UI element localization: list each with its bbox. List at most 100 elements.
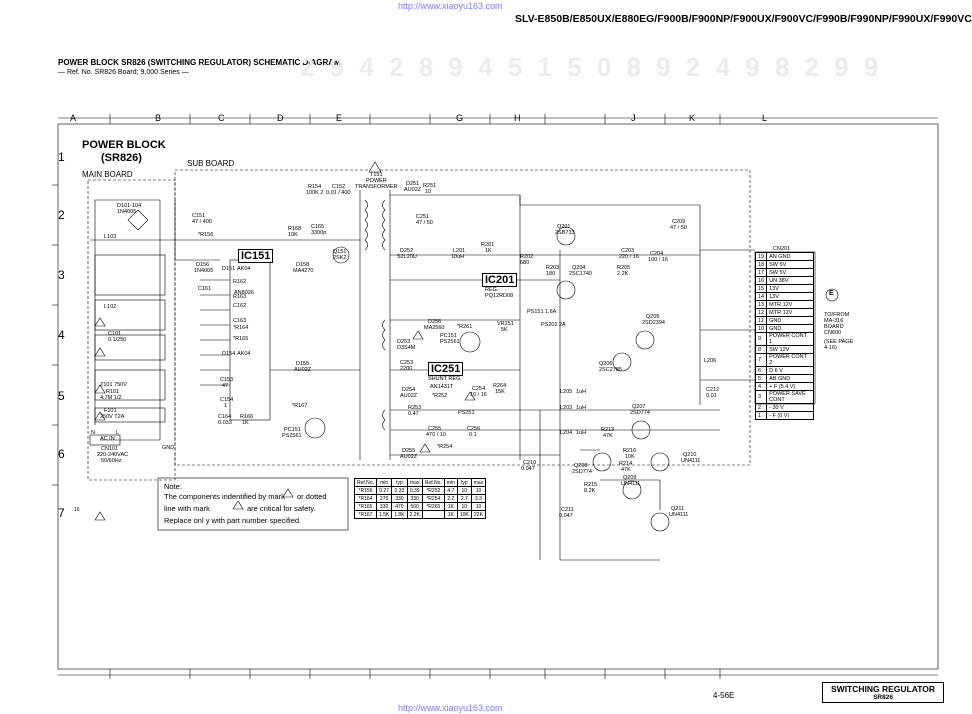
d253-ref: D253 bbox=[397, 339, 411, 345]
q204-part: 2SC1740 bbox=[569, 271, 592, 277]
r205-ref: R205 bbox=[617, 265, 631, 271]
page-number: 4-56E bbox=[713, 691, 735, 700]
note-line2: line with mark bbox=[164, 504, 210, 513]
r168-ref: R168 bbox=[288, 226, 302, 232]
c101-ref: C101 bbox=[108, 331, 122, 337]
r213-ref: R213 bbox=[601, 427, 615, 433]
r162-ref: R162 bbox=[233, 279, 247, 285]
q151-part: 2SK2 bbox=[333, 255, 347, 261]
d155-part: AU02Z bbox=[294, 367, 312, 373]
z101-ref: Z101 750V bbox=[100, 382, 127, 388]
footer-url[interactable]: http://www.xiaoyu163.com bbox=[398, 703, 503, 713]
pin-number: 19 bbox=[754, 252, 768, 261]
r203-ref: R203 bbox=[546, 265, 560, 271]
resistor-table-cell: *R165 bbox=[354, 502, 377, 511]
pin-number: 1 bbox=[754, 411, 768, 420]
connector-target3: BOARD bbox=[824, 324, 844, 330]
r166-ref: R166 bbox=[240, 414, 254, 420]
board-name: SR826 bbox=[873, 694, 893, 701]
ic151-part: AN8026 bbox=[234, 290, 254, 296]
d101-ref: D101-104 bbox=[117, 203, 142, 209]
note-title: Note: bbox=[164, 482, 182, 491]
d256-part: MA2560 bbox=[424, 325, 445, 331]
see-page: (SEE PAGE bbox=[824, 339, 854, 345]
l103-ref: L103 bbox=[104, 234, 117, 240]
pin-label: SW 12V bbox=[766, 345, 815, 354]
d254-ref: D254 bbox=[402, 387, 416, 393]
q207-ref: Q207 bbox=[632, 404, 646, 410]
d154-part: AK04 bbox=[237, 351, 251, 357]
pin-label: POWER CONT 2 bbox=[766, 353, 815, 367]
sub-board-outline bbox=[174, 169, 751, 466]
resistor-table-cell: *R164 bbox=[354, 494, 377, 503]
r163-ref: R163 bbox=[233, 294, 247, 300]
q151-ref: Q151 bbox=[333, 249, 347, 255]
c203-val: 220 / 16 bbox=[619, 254, 639, 260]
note-line1b: or dotted bbox=[297, 492, 327, 501]
c153-val: 47 bbox=[222, 383, 229, 389]
d251-part: AU02Z bbox=[404, 187, 422, 193]
diagram-title: POWER BLOCK SR826 (SWITCHING REGULATOR) … bbox=[58, 58, 341, 67]
q201-part: 2SB733 bbox=[555, 230, 575, 236]
ac-in-label: AC IN bbox=[100, 436, 115, 442]
pc151b-ref: PC151 bbox=[284, 427, 301, 433]
r202-ref: R202 bbox=[520, 254, 534, 260]
row-label-2: 2 bbox=[58, 208, 65, 222]
power-block-title: POWER BLOCK bbox=[82, 139, 166, 151]
r216-ref: R216 bbox=[623, 448, 637, 454]
c210-val: 0.047 bbox=[521, 466, 535, 472]
pin-number: 14 bbox=[754, 292, 768, 301]
pin-label: SW 5V bbox=[766, 268, 815, 277]
f101-val: 250V T2A bbox=[100, 414, 125, 420]
c204-val: 100 / 16 bbox=[648, 257, 668, 263]
pin-number: 2 bbox=[754, 403, 768, 412]
pin-number: 4 bbox=[754, 382, 768, 391]
r154-ref: R154 bbox=[308, 184, 322, 190]
gnd-label: GND bbox=[162, 445, 175, 451]
q205-part: 2SD2394 bbox=[642, 320, 665, 326]
r201-val: 1K bbox=[485, 248, 492, 254]
c254-val: 10 / 16 bbox=[470, 392, 487, 398]
pin-label: - 30 V bbox=[766, 403, 815, 412]
pin-label: MTR 12V bbox=[766, 308, 815, 317]
d255-part: AU02Z bbox=[400, 454, 418, 460]
model-list: SLV-E850B/E850UX/E880EG/F900B/F900NP/F90… bbox=[515, 13, 972, 25]
l205-val: 1uH bbox=[576, 389, 587, 395]
d158-ref: D158 bbox=[296, 262, 310, 268]
q211-ref: Q211 bbox=[671, 506, 685, 512]
c212-val: 0.01 bbox=[706, 393, 717, 399]
c211-ref: C211 bbox=[561, 507, 574, 513]
c211-val: 0.047 bbox=[559, 513, 573, 519]
pin-number: 8 bbox=[754, 345, 768, 354]
connector-target2: MA-316 bbox=[824, 318, 844, 324]
pin-label: POWER CONT 1 bbox=[766, 332, 815, 346]
q204-ref: Q204 bbox=[572, 265, 586, 271]
pin-number: 10 bbox=[754, 324, 768, 333]
pin-label: - F (0 V) bbox=[766, 411, 815, 420]
resistor-table-cell: *R156 bbox=[354, 486, 377, 495]
d156-part: 1N4005 bbox=[194, 268, 214, 274]
watermark-digits: 2 9 4 2 8 9 4 5 1 5 0 8 9 2 4 9 8 2 9 9 bbox=[300, 52, 883, 82]
col-label-b: B bbox=[155, 113, 162, 123]
r251-val: 10 bbox=[425, 189, 432, 195]
pin-label: 13V bbox=[766, 284, 815, 293]
pin-number: 18 bbox=[754, 260, 768, 269]
connector-pin-row: 1- F (0 V) bbox=[754, 411, 815, 420]
row-label-6: 6 bbox=[58, 447, 65, 461]
resistor-table-cell: 270 bbox=[375, 494, 393, 503]
c256-ref: C256 bbox=[467, 426, 481, 432]
ps251-ref: PS251 bbox=[458, 410, 475, 416]
ic251-label: IC251 bbox=[428, 362, 464, 376]
resistor-table-header-cell: typ bbox=[391, 478, 408, 487]
header-url[interactable]: http://www.xiaoyu163.com bbox=[398, 1, 503, 11]
vr251-val: 5K bbox=[501, 327, 508, 333]
resistor-table-header-cell: min bbox=[375, 478, 393, 487]
col-label-c: C bbox=[218, 113, 225, 123]
r164-ref: *R164 bbox=[233, 325, 249, 331]
resistor-table-cell: 10 bbox=[456, 502, 472, 511]
r253-ref: R253 bbox=[408, 405, 422, 411]
